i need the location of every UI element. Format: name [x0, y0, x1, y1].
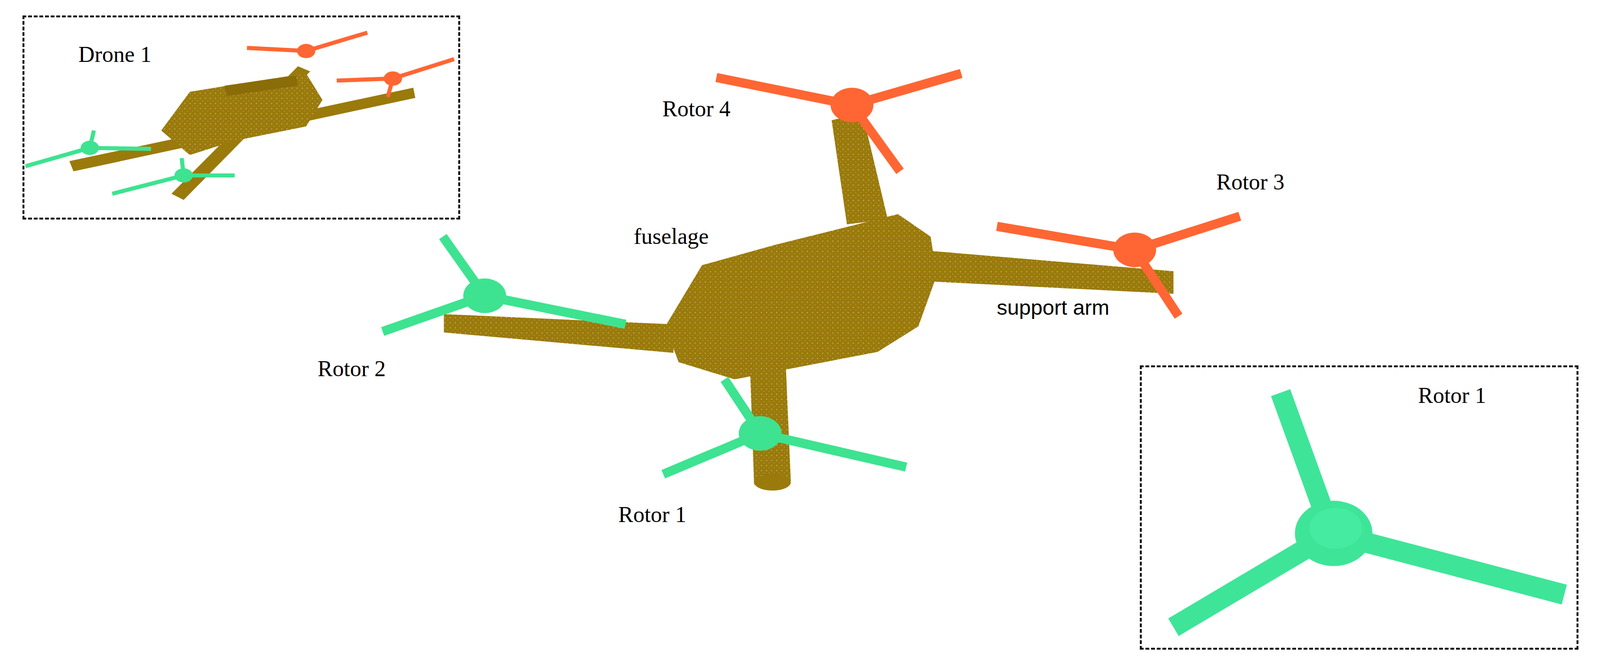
- frame-title: Rotor 1: [1418, 383, 1487, 409]
- main-drone: [382, 73, 1240, 491]
- part-label: Rotor 3: [1216, 169, 1285, 195]
- part-label: Rotor 4: [662, 96, 731, 122]
- inset-frame: Drone 1: [22, 15, 461, 220]
- frame-title: Drone 1: [78, 42, 152, 68]
- part-label: support arm: [996, 295, 1110, 320]
- inset-frame: Rotor 1: [1139, 365, 1579, 650]
- part-label: Rotor 2: [317, 356, 386, 382]
- drone-1-thumbnail: [25, 32, 455, 201]
- part-label: fuselage: [633, 224, 709, 250]
- rotor-1-closeup: [1173, 392, 1565, 628]
- part-label: Rotor 1: [618, 502, 687, 528]
